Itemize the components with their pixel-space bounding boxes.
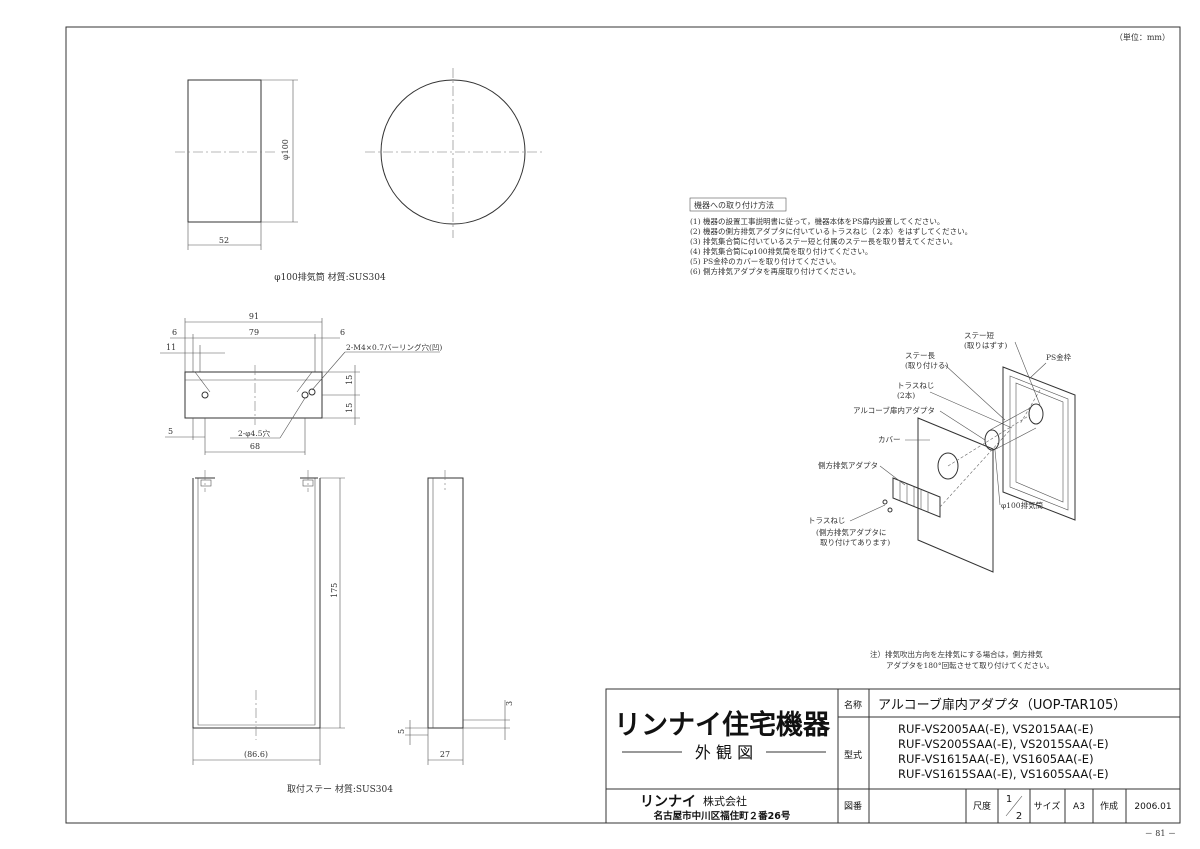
- label-cover: カバー: [878, 435, 901, 444]
- note-line2: アダプタを180°回転させて取り付けてください。: [886, 660, 1054, 670]
- stay-burring-label: 2-M4×0.7バーリング穴(凹): [346, 342, 442, 352]
- made-value: 2006.01: [1134, 802, 1171, 812]
- stay-front-view: 175 (86.6): [192, 470, 345, 765]
- drawing-type: 外 観 図: [695, 743, 753, 762]
- stay-hole-label: 2-φ4.5穴: [238, 428, 270, 438]
- procedure-step: (1) 機器の設置工事説明書に従って，機器本体をPS扉内設置してください。: [690, 216, 944, 226]
- stay-dim-5s: 5: [397, 729, 406, 734]
- procedure-step: (6) 側方排気アダプタを再度取り付けてください。: [690, 266, 860, 276]
- stay-top-view: 91 79 6 6 11 15 15 2-M4×0.7バーリング穴(凹): [160, 312, 442, 455]
- stay-dim-27: 27: [440, 750, 450, 759]
- label-ps-frame: PS金枠: [1046, 352, 1072, 362]
- company-address: 名古屋市中川区福住町２番26号: [654, 810, 791, 822]
- made-label: 作成: [1100, 800, 1118, 812]
- model-line: RUF-VS2005AA(-E), VS2015AA(-E): [898, 722, 1094, 736]
- scale-numerator: 1: [1006, 794, 1012, 805]
- stay-dim-175: 175: [330, 583, 339, 598]
- stay-side-view: 3 5 27: [397, 470, 514, 765]
- scale-label: 尺度: [973, 800, 991, 812]
- label-truss2: トラスねじ: [808, 516, 845, 525]
- procedure-box: 機器への取り付け方法 (1) 機器の設置工事説明書に従って，機器本体をPS扉内設…: [689, 197, 972, 276]
- unit-note: （単位：mm）: [1115, 32, 1170, 42]
- label-stay-short-sub: (取りはずす): [964, 340, 1007, 350]
- model-line: RUF-VS1615AA(-E), VS1605AA(-E): [898, 752, 1094, 766]
- size-value: A3: [1073, 802, 1085, 812]
- page-number: － 81 －: [1145, 829, 1176, 838]
- stay-dim-6a: 6: [172, 328, 177, 337]
- stay-dim-11: 11: [166, 343, 176, 352]
- label-truss2-sub2: 取り付けてあります): [820, 537, 890, 547]
- procedure-heading: 機器への取り付け方法: [694, 200, 774, 210]
- assembly-diagram: ステー短 (取りはずす) PS金枠 ステー長 (取り付ける) トラスねじ (2本…: [808, 330, 1076, 573]
- procedure-step: (5) PS金枠のカバーを取り付けてください。: [690, 256, 840, 266]
- stay-dim-15b: 15: [345, 403, 354, 413]
- procedure-step: (3) 排気集合筒に付いているステー短と付属のステー長を取り替えてください。: [690, 236, 957, 246]
- pipe-dim-dia: φ100: [281, 139, 290, 160]
- label-alcove: アルコーブ扉内アダプタ: [853, 405, 935, 415]
- label-side-adapter: 側方排気アダプタ: [818, 460, 878, 470]
- name-value: アルコーブ扉内アダプタ（UOP-TAR105）: [878, 697, 1126, 713]
- procedure-step: (2) 機器の側方排気アダプタに付いているトラスねじ（２本）をはずしてください。: [690, 226, 972, 236]
- label-truss-screw-sub: (2本): [897, 390, 915, 400]
- pipe-caption: φ100排気筒 材質:SUS304: [274, 271, 386, 283]
- size-label: サイズ: [1034, 800, 1061, 812]
- stay-dim-866: (86.6): [244, 750, 268, 759]
- drawing-no-label: 図番: [844, 800, 862, 812]
- title-block: リンナイ住宅機器 外 観 図 リンナイ 株式会社 名古屋市中川区福住町２番26号…: [605, 688, 1181, 824]
- model-line: RUF-VS1615SAA(-E), VS1605SAA(-E): [898, 767, 1109, 781]
- company-suffix: 株式会社: [703, 794, 747, 808]
- brand-logo-big: リンナイ住宅機器: [614, 709, 831, 741]
- note-line1: 注）排気吹出方向を左排気にする場合は，側方排気: [870, 649, 1043, 659]
- brand-logo-small: リンナイ: [640, 794, 696, 810]
- label-stay-short: ステー短: [964, 330, 994, 340]
- procedure-step: (4) 排気集合筒にφ100排気筒を取り付けてください。: [690, 246, 872, 256]
- stay-caption: 取付ステー 材質:SUS304: [287, 783, 393, 795]
- label-truss-screw: トラスねじ: [897, 381, 934, 390]
- pipe-front-view: [365, 68, 545, 238]
- stay-dim-3: 3: [505, 701, 514, 706]
- scale-denominator: 2: [1016, 811, 1022, 822]
- model-label: 型式: [844, 749, 862, 761]
- pipe-dim-width: 52: [219, 236, 229, 245]
- stay-dim-91: 91: [249, 312, 259, 321]
- model-line: RUF-VS2005SAA(-E), VS2015SAA(-E): [898, 737, 1109, 751]
- stay-dim-5: 5: [168, 427, 173, 436]
- label-stay-long-sub: (取り付ける): [905, 360, 948, 370]
- stay-dim-15a: 15: [345, 375, 354, 385]
- label-stay-long: ステー長: [905, 351, 935, 360]
- label-truss2-sub1: (側方排気アダプタに: [816, 527, 886, 537]
- label-pipe: φ100排気筒: [1001, 500, 1044, 510]
- stay-dim-79: 79: [249, 328, 259, 337]
- pipe-side-view: φ100 52: [175, 79, 298, 250]
- stay-dim-68: 68: [250, 442, 260, 451]
- stay-dim-6b: 6: [340, 328, 345, 337]
- name-label: 名称: [844, 699, 862, 711]
